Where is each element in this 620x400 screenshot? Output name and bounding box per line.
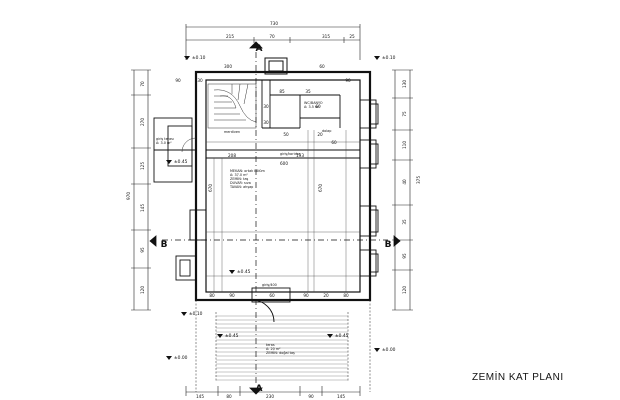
- level-label: ±0.45: [237, 269, 251, 275]
- dim-bottom-seg: 145: [196, 394, 204, 399]
- level-label: ±0.10: [189, 311, 203, 317]
- dim-right-overall: 375: [416, 176, 421, 184]
- stair-note: merdiven: [224, 130, 240, 134]
- dim-bottom-seg: 80: [226, 394, 232, 399]
- wc-note: WC/BANYO: [304, 101, 323, 105]
- dim-room-depth-left: 670: [208, 184, 213, 192]
- level-label: ±0.10: [382, 55, 396, 61]
- level-label: ±0.45: [174, 159, 188, 165]
- dim-top-row2: 30: [197, 78, 203, 83]
- dim-bottom-row: 80: [343, 293, 349, 298]
- plan-title: ZEMİN KAT PLANI: [472, 372, 564, 383]
- dim-bottom-seg: 145: [337, 394, 345, 399]
- dim-overall-top: 730: [270, 21, 278, 26]
- dim-top-seg: 25: [349, 34, 355, 39]
- side-note: A: 3.0 m²: [156, 141, 172, 145]
- porch-note: ZEMİN: doğal taş: [266, 350, 295, 355]
- dim-bottom-seg: 230: [266, 394, 274, 399]
- section-mark-b-right: B: [385, 240, 392, 250]
- dim-right-chain: 95: [402, 253, 407, 259]
- dim-wc: 85: [279, 89, 285, 94]
- room-note: A: 37.0 m²: [230, 173, 248, 177]
- level-label: ±0.10: [192, 55, 206, 61]
- room-note: TAVAN: ahşap: [229, 185, 253, 189]
- dim-wc: 60: [331, 140, 337, 145]
- dim-top-inner: 60: [319, 64, 325, 69]
- section-mark-b-left: B: [161, 240, 168, 250]
- dim-top-seg: 315: [322, 34, 330, 39]
- level-label: ±0.45: [335, 333, 349, 339]
- porch-note: A: 20 m²: [266, 347, 281, 351]
- dim-top-inner: 300: [224, 64, 232, 69]
- room-note: MEKAN: ortak bölüm: [230, 169, 266, 173]
- dim-left-chain: 95: [140, 247, 145, 253]
- entry-note: giriş/koridor: [280, 152, 301, 156]
- dim-right-chain: 75: [402, 111, 407, 117]
- dim-right-chain: 35: [402, 219, 407, 225]
- wc-note: A: 3.5 m²: [304, 105, 320, 109]
- dim-top-row2: 90: [345, 78, 351, 83]
- dim-left-overall: 970: [126, 192, 131, 200]
- dim-right-chain: 40: [402, 179, 407, 185]
- level-label: ±0.00: [382, 347, 396, 353]
- dim-wc: 50: [283, 132, 289, 137]
- dim-top-row2: 90: [175, 78, 181, 83]
- room-note: ZEMİN: taş: [230, 176, 249, 181]
- dim-left-chain: 120: [140, 286, 145, 294]
- dim-room-depth-right: 670: [318, 184, 323, 192]
- dim-inner-hall: 193: [296, 153, 304, 158]
- porch-note: teras: [266, 343, 275, 347]
- dim-wc: 60: [315, 104, 321, 109]
- wardrobe-note: dolap: [322, 129, 331, 133]
- room-note: DUVAR: sıva: [230, 181, 251, 185]
- dim-bottom-row: 80: [209, 293, 215, 298]
- level-label: ±0.45: [225, 333, 239, 339]
- dim-top-seg: 70: [269, 34, 275, 39]
- dim-right-chain: 120: [402, 286, 407, 294]
- door-note: giriş/400: [262, 283, 277, 287]
- dim-wc: 20: [317, 132, 323, 137]
- dim-inner-total: 600: [280, 161, 288, 166]
- dim-bottom-row: 90: [303, 293, 309, 298]
- dim-left-chain: 70: [140, 81, 145, 87]
- level-label: ±0.00: [174, 355, 188, 361]
- dim-bottom-seg: 90: [308, 394, 314, 399]
- dim-right-chain: 110: [402, 141, 407, 149]
- dim-wc: 30: [263, 104, 269, 109]
- dim-left-chain: 270: [140, 118, 145, 126]
- dim-wc: 30: [263, 120, 269, 125]
- dim-bottom-row: 60: [269, 293, 275, 298]
- dim-right-chain: 130: [402, 80, 407, 88]
- dim-left-chain: 125: [140, 162, 145, 170]
- dim-bottom-row: 20: [323, 293, 329, 298]
- dim-left-chain: 145: [140, 204, 145, 212]
- dim-wc: 35: [305, 89, 311, 94]
- dim-bottom-row: 90: [229, 293, 235, 298]
- dim-top-seg: 215: [226, 34, 234, 39]
- side-note: giriş terası: [156, 137, 174, 141]
- section-mark-a-top: A: [256, 44, 263, 54]
- section-mark-a-bottom: A: [256, 384, 263, 394]
- dim-inner-hall: 208: [228, 153, 236, 158]
